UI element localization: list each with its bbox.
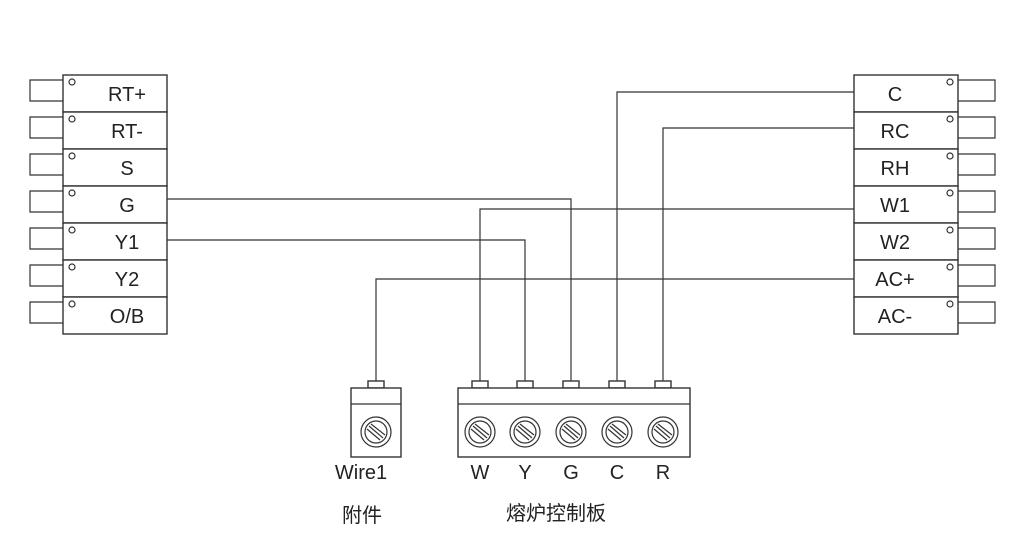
screw-icon bbox=[509, 416, 541, 448]
board-terminal-label: R bbox=[656, 462, 670, 484]
right-terminal-c: C bbox=[853, 74, 996, 113]
screw-icon bbox=[601, 416, 633, 448]
board-terminal-label: C bbox=[610, 462, 624, 484]
right-terminal-label: AC+ bbox=[875, 269, 914, 291]
left-terminal-block: RT+ RT- S G Y1 bbox=[29, 74, 168, 335]
furnace-board-caption: 熔炉控制板 bbox=[506, 501, 606, 525]
board-terminal-label: W bbox=[471, 462, 490, 484]
wire1-label: Wire1 bbox=[335, 462, 387, 484]
wires bbox=[167, 91, 854, 381]
right-terminal-label: W1 bbox=[880, 195, 910, 217]
right-terminal-label: AC- bbox=[878, 306, 912, 328]
left-terminal-s: S bbox=[29, 148, 168, 187]
wire-c-to-c bbox=[616, 91, 854, 381]
wire-rc-to-r bbox=[662, 127, 854, 381]
left-terminal-rt-minus: RT- bbox=[29, 111, 168, 150]
screw-icon bbox=[464, 416, 496, 448]
left-terminal-label: O/B bbox=[110, 306, 144, 328]
left-terminal-y2: Y2 bbox=[29, 259, 168, 298]
right-terminal-rh: RH bbox=[853, 148, 996, 187]
right-terminal-w2: W2 bbox=[853, 222, 996, 261]
wire-y1-to-y bbox=[167, 239, 526, 381]
right-terminal-label: C bbox=[888, 84, 902, 106]
right-terminal-w1: W1 bbox=[853, 185, 996, 224]
right-terminal-rc: RC bbox=[853, 111, 996, 150]
left-terminal-label: RT- bbox=[111, 121, 143, 143]
left-terminal-label: G bbox=[119, 195, 135, 217]
wire-w1-to-w bbox=[479, 208, 854, 381]
left-terminal-label: S bbox=[120, 158, 133, 180]
screw-icon bbox=[647, 416, 679, 448]
right-terminal-ac-minus: AC- bbox=[853, 296, 996, 335]
left-terminal-y1: Y1 bbox=[29, 222, 168, 261]
right-terminal-label: W2 bbox=[880, 232, 910, 254]
left-terminal-rt-plus: RT+ bbox=[29, 74, 168, 113]
board-terminal-label: Y bbox=[518, 462, 531, 484]
board-terminal-label: G bbox=[563, 462, 579, 484]
left-terminal-label: Y1 bbox=[115, 232, 139, 254]
right-terminal-label: RC bbox=[881, 121, 910, 143]
left-terminal-label: Y2 bbox=[115, 269, 139, 291]
left-terminal-g: G bbox=[29, 185, 168, 224]
wire-y2-to-wire1 bbox=[375, 278, 854, 381]
left-terminal-label: RT+ bbox=[108, 84, 146, 106]
screw-icon bbox=[360, 416, 392, 448]
accessory-caption: 附件 bbox=[342, 503, 382, 527]
furnace-control-board: W Y G C R 熔炉控制板 bbox=[457, 380, 691, 525]
accessory-connector: Wire1 附件 bbox=[335, 380, 402, 527]
screw-icon bbox=[555, 416, 587, 448]
right-terminal-block: C RC RH W1 W2 A bbox=[853, 74, 996, 335]
wire-g-to-g bbox=[167, 198, 572, 381]
right-terminal-ac-plus: AC+ bbox=[853, 259, 996, 298]
left-terminal-ob: O/B bbox=[29, 296, 168, 335]
right-terminal-label: RH bbox=[881, 158, 910, 180]
